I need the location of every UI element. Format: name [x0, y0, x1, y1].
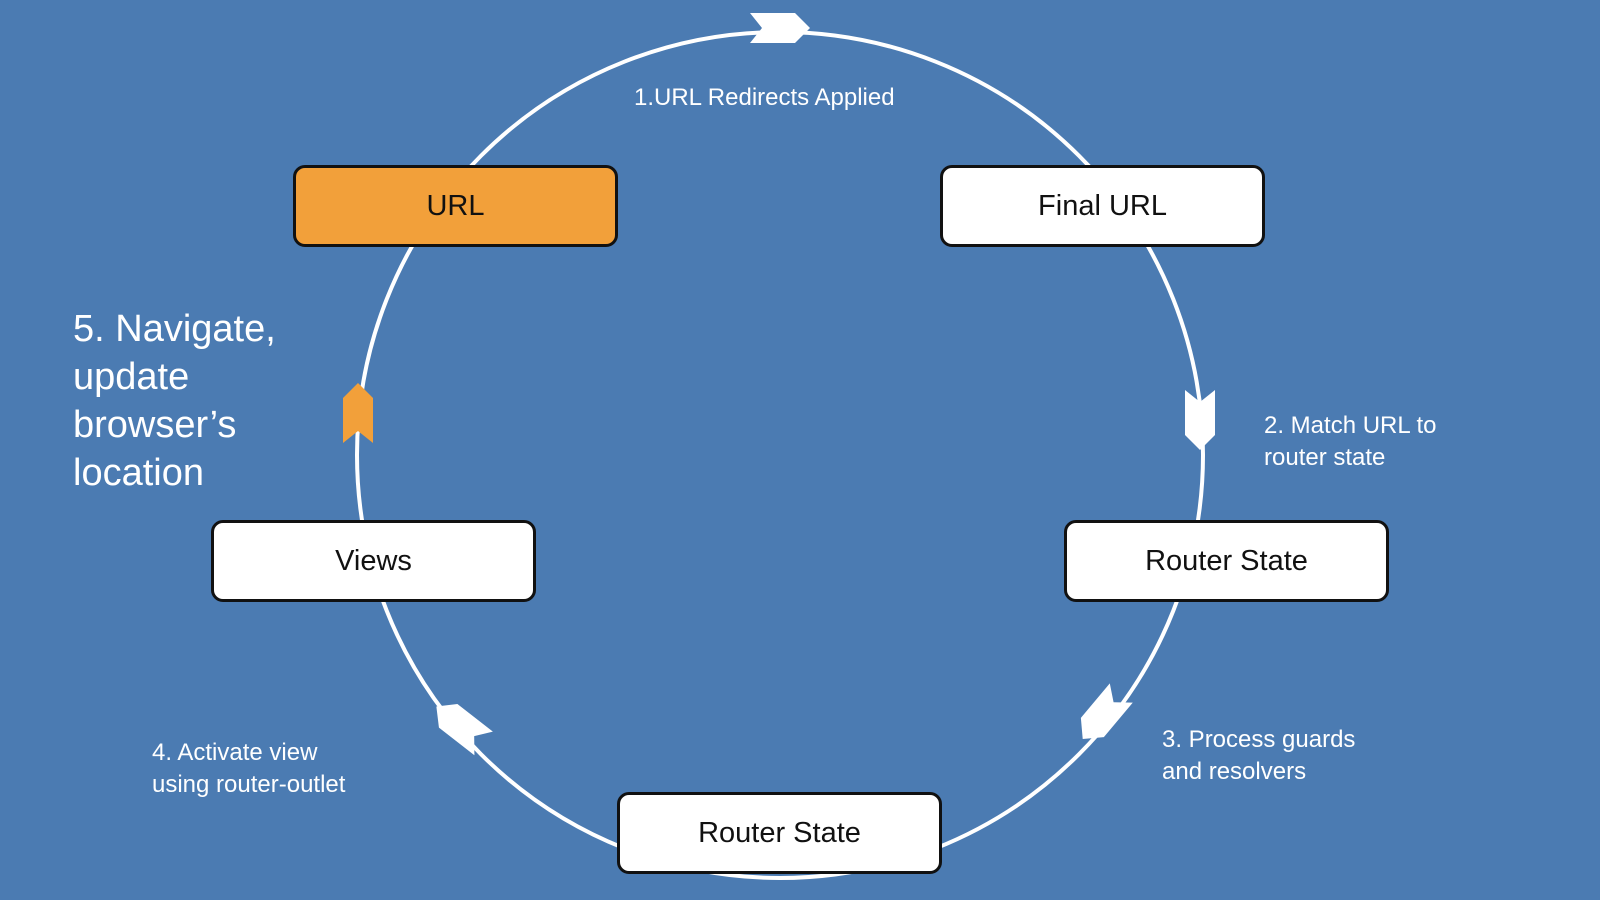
node-views: Views [211, 520, 536, 602]
arrow-step4-icon [436, 703, 493, 756]
arrow-step3-icon [1080, 683, 1133, 739]
arrow-step2-icon [1185, 390, 1215, 450]
step1-line: 1.URL Redirects Applied [634, 84, 895, 111]
step2-line: router state [1264, 444, 1386, 471]
step4-line: using router-outlet [152, 771, 346, 798]
node-router-state-2-label: Router State [698, 816, 861, 849]
step5-line: browser’s [73, 404, 237, 446]
step5-line: location [73, 452, 204, 494]
step2-line: 2. Match URL to [1264, 412, 1437, 439]
step5-line: update [73, 356, 190, 398]
arrow-step5-icon [343, 383, 373, 443]
node-url-label: URL [426, 189, 485, 222]
step3-label: 3. Process guards and resolvers [1162, 724, 1355, 788]
node-views-label: Views [335, 544, 412, 577]
step5-label: 5. Navigate, update browser’s location [73, 305, 276, 497]
step3-line: and resolvers [1162, 758, 1307, 785]
arrow-step1-icon [750, 13, 810, 43]
step5-line: 5. Navigate, [73, 308, 276, 350]
step4-line: 4. Activate view [152, 739, 318, 766]
node-router-state-1: Router State [1064, 520, 1389, 602]
node-router-state-1-label: Router State [1145, 544, 1308, 577]
node-final-url-label: Final URL [1038, 189, 1167, 222]
node-router-state-2: Router State [617, 792, 942, 874]
step1-label: 1.URL Redirects Applied [634, 82, 895, 114]
step4-label: 4. Activate view using router-outlet [152, 737, 345, 801]
step2-label: 2. Match URL to router state [1264, 410, 1437, 474]
node-url: URL [293, 165, 618, 247]
node-final-url: Final URL [940, 165, 1265, 247]
step3-line: 3. Process guards [1162, 726, 1356, 753]
